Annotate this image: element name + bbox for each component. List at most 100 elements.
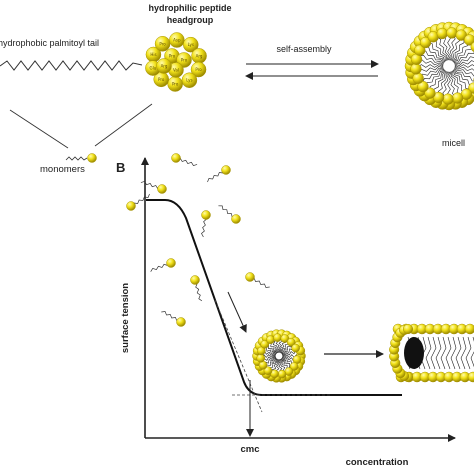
monomer-tail — [150, 263, 168, 272]
micelle-tail — [421, 69, 445, 84]
monomer-head — [201, 210, 211, 220]
micelle-head-bead — [412, 72, 424, 84]
micelle-head-bead — [266, 335, 275, 345]
micelle-tail — [437, 71, 449, 97]
monomer-head — [221, 165, 231, 175]
palmitoyl-tail — [0, 60, 143, 71]
monomer-pointer-right — [94, 103, 153, 147]
monomer-tail — [218, 205, 233, 218]
monomers-label: monomers — [40, 164, 85, 175]
peptide-bead-label: Arg — [161, 64, 168, 69]
micelle-tail — [433, 71, 448, 95]
monomer-tail — [161, 311, 178, 322]
monomer-head — [171, 153, 181, 163]
micelle-head-bead — [410, 63, 422, 75]
micelle-head-bead — [256, 353, 266, 363]
micelle-head-bead — [291, 343, 300, 353]
monomer-head — [157, 184, 167, 194]
micelle-tail — [449, 71, 457, 98]
peptide-bead-label: Asp — [173, 38, 181, 43]
micelle-tail — [435, 336, 442, 370]
peptide-headgroup: HisProAspLysArgProLysProProGluProProValA… — [145, 32, 207, 92]
micelle-tail — [454, 60, 474, 66]
micelle-head-bead — [277, 369, 287, 379]
micelle-head-bead — [442, 93, 454, 105]
scattered-monomers — [126, 153, 270, 327]
monomer-pointer-left — [9, 109, 69, 149]
peptide-bead-label: Pro — [169, 54, 176, 59]
micelle-label: micell — [442, 138, 465, 148]
micelle-head-bead — [470, 41, 474, 53]
peptide-bead — [190, 61, 207, 78]
monomer-head — [126, 201, 136, 211]
micelle-tail — [420, 50, 444, 65]
micelle-tail — [447, 33, 451, 61]
peptide-bead-label: Lys — [186, 78, 192, 83]
monomer-tail — [140, 180, 159, 189]
peptide-bead-label: Pro — [158, 77, 165, 82]
peptide-bead-label: Pro — [195, 67, 202, 72]
peptide-bead-label: Lys — [188, 42, 194, 47]
micelle-tail — [261, 354, 276, 358]
micelle-tail — [271, 339, 279, 354]
monomer-tail — [207, 172, 224, 183]
peptide-bead-label: Glu — [150, 66, 157, 71]
micelle-head-bead — [260, 340, 270, 349]
micelle-head-bead — [414, 44, 426, 56]
monomer-tail — [253, 277, 270, 288]
micelle-tail — [450, 37, 465, 61]
micelle-top — [404, 21, 474, 111]
monomer-tail — [195, 283, 203, 302]
micelle-tail — [436, 36, 448, 62]
tangent-dashed-slope — [214, 299, 263, 413]
peptide-bead — [169, 32, 185, 48]
micelle-bottom — [252, 329, 306, 383]
micelle-tail — [281, 350, 296, 357]
micelle-tail — [423, 46, 444, 64]
monomer-tail — [179, 158, 198, 167]
micelle-tail — [280, 343, 292, 354]
peptide-bead — [156, 58, 172, 74]
headgroup-label-line1: hydrophilic peptide — [148, 3, 231, 13]
monomer-head — [231, 214, 241, 224]
micelle-head-bead — [402, 323, 414, 335]
micelle-head-bead — [263, 366, 273, 376]
monomer-icon — [65, 153, 97, 163]
panel-b-label: B — [116, 160, 125, 175]
micelle-tail — [418, 54, 444, 66]
micelle-head-bead — [280, 334, 290, 343]
self-assembly-label: self-assembly — [276, 44, 332, 54]
monomer-tail — [201, 218, 207, 238]
cmc-label: cmc — [240, 444, 259, 455]
micelle-tail — [450, 70, 462, 96]
peptide-bead-label: Arg — [196, 53, 203, 58]
panel-a: HisProAspLysArgProLysProProGluProProValA… — [0, 3, 474, 175]
peptide-bead-label: Val — [173, 68, 179, 73]
peptide-bead — [183, 36, 199, 53]
micelle-head-bead — [467, 371, 474, 383]
peptide-bead-label: His — [150, 52, 156, 57]
micelle-tail — [429, 71, 447, 92]
monomer-tail — [133, 193, 150, 204]
micelle-head-bead — [464, 323, 474, 335]
cylindrical-micelle — [389, 323, 474, 383]
micelle-head-bead — [419, 36, 432, 49]
peptide-bead-label: Pro — [159, 41, 166, 46]
micelle-head-bead — [446, 27, 458, 39]
micelle-tail — [453, 69, 471, 90]
micelle-tail — [455, 336, 462, 370]
micelle-tail — [452, 70, 467, 94]
y-axis-label: surface tension — [120, 283, 131, 353]
panel-b: B surface tension cmc concentration — [116, 153, 474, 468]
headgroup-label-line2: headgroup — [167, 15, 214, 25]
micelle-head-bead — [273, 333, 282, 342]
micelle-tail — [460, 336, 467, 370]
monomer-head — [176, 317, 186, 327]
cylinder-core — [404, 337, 424, 369]
slope-arrow — [227, 291, 247, 333]
micelle-tail — [442, 71, 450, 98]
micelle-tail — [445, 336, 452, 370]
monomer-head — [166, 258, 176, 268]
x-axis-label: concentration — [346, 457, 409, 468]
